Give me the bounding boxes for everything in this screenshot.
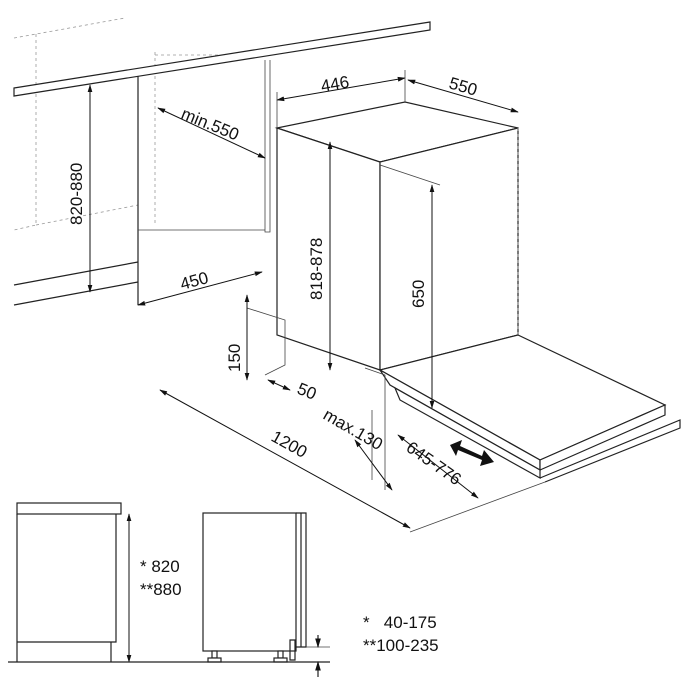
dim-550: 550 — [447, 74, 480, 100]
dim-1200-line — [159, 389, 411, 529]
side-view-cabinet — [16, 502, 122, 662]
dim-max130: max.130 — [320, 405, 386, 454]
dim-50: 50 — [295, 379, 320, 404]
dim-150: 150 — [225, 344, 244, 372]
side-height-880: **880 — [140, 580, 182, 599]
dim-50-line — [267, 379, 291, 391]
foot-range-40-175: * 40-175 — [363, 613, 437, 632]
side-height-820: * 820 — [140, 557, 180, 576]
dim-818-878: 818-878 — [307, 238, 326, 300]
dim-650: 650 — [409, 280, 428, 308]
dim-1200: 1200 — [268, 427, 310, 462]
dishwasher-3d — [246, 101, 681, 490]
dim-450: 450 — [178, 268, 210, 294]
dim-446: 446 — [319, 72, 350, 96]
dim-446-line — [276, 76, 406, 102]
dim-min550-line — [157, 107, 266, 159]
left-cabinet — [13, 60, 271, 306]
foot-range-100-235: **100-235 — [363, 636, 439, 655]
dim-min550: min.550 — [179, 104, 242, 144]
dim-645-776-line — [397, 434, 479, 499]
dim-820-880: 820-880 — [67, 163, 86, 225]
dim-max130-line — [354, 439, 393, 491]
adjust-double-arrow-icon — [450, 440, 494, 466]
dim-450-line — [137, 271, 263, 306]
side-view-appliance — [202, 512, 307, 663]
countertop — [13, 21, 431, 97]
dim-550-line — [407, 79, 519, 113]
